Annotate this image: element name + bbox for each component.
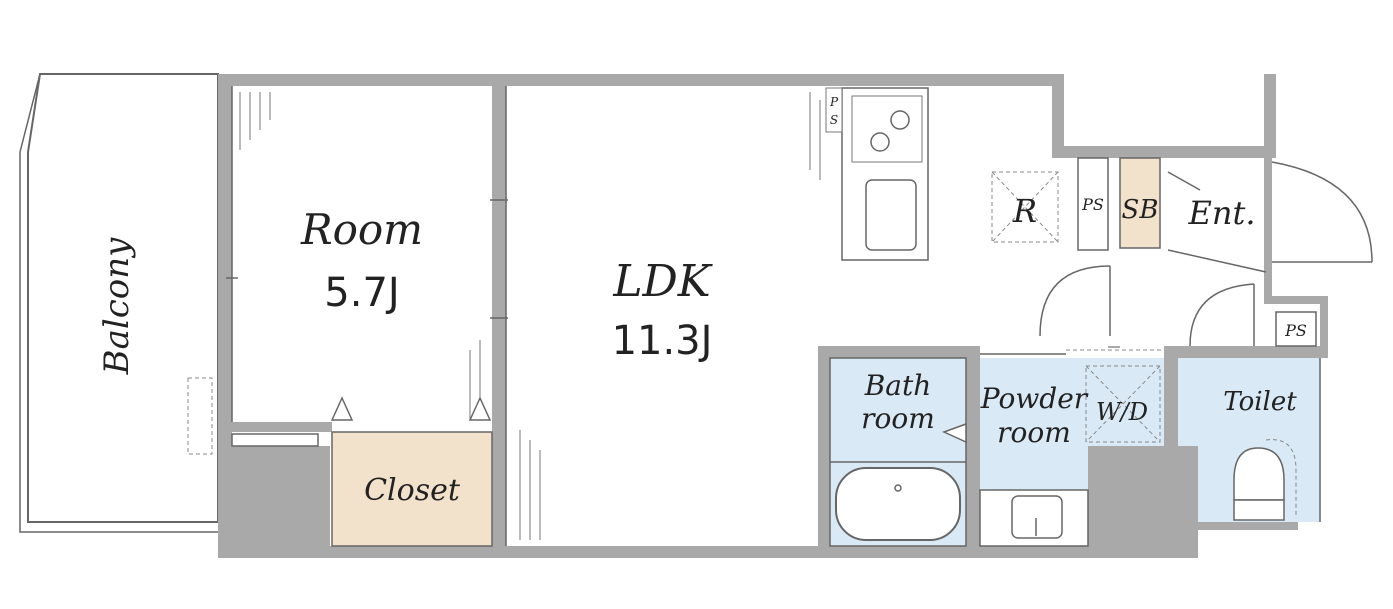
powder-room: Powder room xyxy=(979,349,1164,547)
aircon-unit-outline xyxy=(187,377,213,455)
ps-hall-label: PS xyxy=(1081,195,1104,214)
walls xyxy=(218,74,1328,558)
shoe-box xyxy=(1119,157,1161,249)
room-label: Room xyxy=(300,205,423,254)
powder-label-line1: Powder xyxy=(980,382,1089,415)
ps-kitchen-label-bottom: S xyxy=(830,113,838,127)
sb-label: SB xyxy=(1122,195,1159,225)
ldk-floor xyxy=(506,86,818,546)
refrigerator-label: R xyxy=(1012,192,1037,230)
toilet-label: Toilet xyxy=(1223,387,1297,417)
closet-label: Closet xyxy=(364,473,461,508)
window-shade-hatching xyxy=(239,92,821,540)
room-size: 5.7J xyxy=(324,270,399,316)
bath-label-line1: Bath xyxy=(864,369,932,402)
wd-label: W/D xyxy=(1096,398,1148,426)
room-floor xyxy=(232,86,492,422)
bathtub-icon xyxy=(835,467,961,541)
powder-label-line2: room xyxy=(997,416,1071,449)
stove-icon xyxy=(870,110,910,152)
ldk-size: 11.3J xyxy=(612,318,713,364)
toilet-icon xyxy=(1233,439,1297,521)
kitchen-counter: P S xyxy=(825,87,929,261)
sink-icon xyxy=(865,179,917,251)
ldk-label: LDK xyxy=(612,256,712,307)
refrigerator-space: R xyxy=(991,171,1059,243)
bath-label-line2: room xyxy=(861,402,935,435)
closet: Closet xyxy=(330,396,493,547)
shelf xyxy=(231,433,319,447)
washbasin-icon xyxy=(1011,495,1063,539)
ps-toilet-label: PS xyxy=(1284,321,1307,340)
door-swing-icon xyxy=(1039,161,1373,347)
balcony-label: Balcony xyxy=(97,237,137,376)
toilet-room: Toilet xyxy=(1178,358,1321,522)
ps-hall-box xyxy=(1077,157,1109,251)
balcony xyxy=(19,73,219,533)
bathroom: Bath room xyxy=(829,357,967,547)
entrance-label: Ent. xyxy=(1188,194,1256,232)
ps-kitchen-label-top: P xyxy=(829,95,839,109)
washer-dryer-space: W/D xyxy=(1085,365,1161,443)
ps-toilet-box xyxy=(1275,311,1317,347)
